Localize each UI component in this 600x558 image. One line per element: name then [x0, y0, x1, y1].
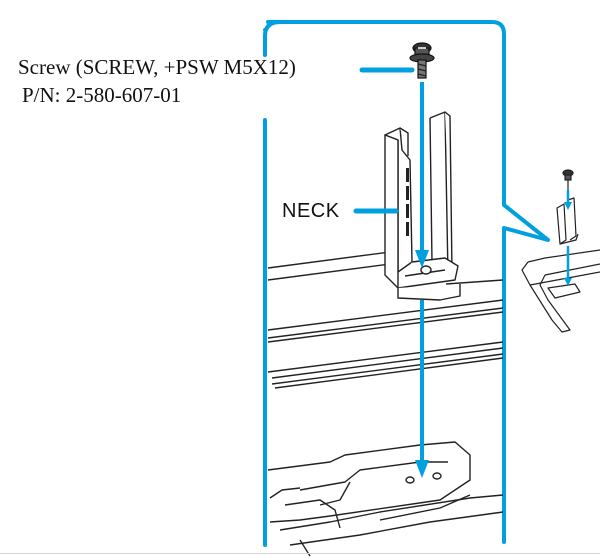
neck-bracket: [384, 111, 461, 301]
screw-icon: [409, 42, 435, 79]
neck-callout-label: NECK: [282, 200, 340, 222]
callout-frame-top-left: [263, 20, 282, 57]
overview-inset-arrows: [564, 190, 572, 286]
chassis-line-art: [267, 249, 504, 557]
leader-lines: [353, 67, 429, 478]
overview-inset: [521, 169, 600, 333]
screw-callout-label: Screw (SCREW, +PSW M5X12) P/N: 2-580-607…: [18, 53, 296, 109]
screw-callout-line1: Screw (SCREW, +PSW M5X12): [18, 55, 296, 79]
page-divider: [0, 553, 600, 554]
screw-callout-part-number: P/N: 2-580-607-01: [22, 83, 182, 107]
